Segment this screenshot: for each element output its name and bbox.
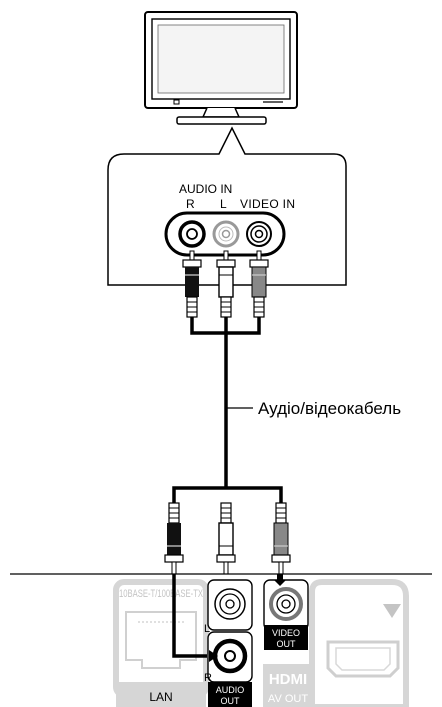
audio-out-label-1: AUDIO xyxy=(216,685,245,695)
tv-illustration xyxy=(144,11,298,125)
tv-audio-r-jack xyxy=(178,220,206,248)
tv-audio-l-jack xyxy=(212,220,240,248)
video-connection-arrow xyxy=(274,574,286,586)
tv-callout-panel xyxy=(107,126,347,286)
av-out-label: AV OUT xyxy=(268,693,308,705)
lan-port: 10BASE-T/100BASE-TX LAN xyxy=(113,579,209,707)
player-r-label: R xyxy=(204,672,212,684)
audio-out-label-block xyxy=(208,682,252,707)
cable-label: Аудіо/відеокабель xyxy=(258,399,401,418)
player-audio-l-jack xyxy=(207,579,253,631)
video-out-label-1: VIDEO xyxy=(272,628,300,638)
player-side-plugs xyxy=(164,502,291,575)
audio-in-label: AUDIO IN xyxy=(179,182,232,196)
tv-side-plugs xyxy=(182,250,269,318)
tv-r-label: R xyxy=(186,197,195,211)
player-l-label: L xyxy=(204,623,210,635)
video-out-label-block xyxy=(264,625,308,650)
lan-spec-label: 10BASE-T/100BASE-TX xyxy=(119,588,203,600)
player-video-out-jack xyxy=(263,579,309,631)
lan-label: LAN xyxy=(149,690,172,704)
audio-out-label-2: OUT xyxy=(221,696,241,706)
av-cable xyxy=(172,317,283,503)
r-connection-arrow xyxy=(172,574,218,662)
video-out-label-2: OUT xyxy=(277,639,297,649)
tv-l-label: L xyxy=(220,197,227,211)
video-in-label: VIDEO IN xyxy=(240,197,295,211)
hdmi-av-out-port: HDMI AV OUT xyxy=(263,579,409,707)
hdmi-triangle-icon xyxy=(383,604,401,618)
hdmi-logo: HDMI xyxy=(269,671,307,688)
tv-video-in-jack xyxy=(246,221,272,247)
